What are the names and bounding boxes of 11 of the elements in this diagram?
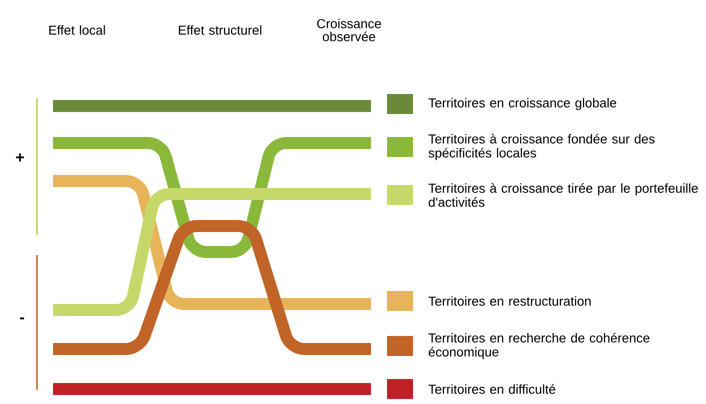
sign-label: -	[20, 317, 24, 320]
column-heading: Effet local	[49, 25, 105, 35]
column-heading: Effet structurel	[178, 25, 262, 35]
sign-label: +	[16, 153, 24, 162]
legend-label: Territoires à croissance tirée par le portefeuille d'activités	[428, 183, 698, 207]
legend-label: Territoires en difficulté	[428, 384, 556, 394]
legend-label: Territoires en croissance globale	[428, 98, 616, 110]
legend-label: Territoires en recherche de cohérence économique	[428, 332, 650, 360]
legend-label: Territoires à croissance fondée sur des spécificités locales	[428, 134, 655, 160]
legend-label: Territoires en restructuration	[428, 296, 591, 306]
column-heading: Croissance observée	[317, 18, 381, 42]
